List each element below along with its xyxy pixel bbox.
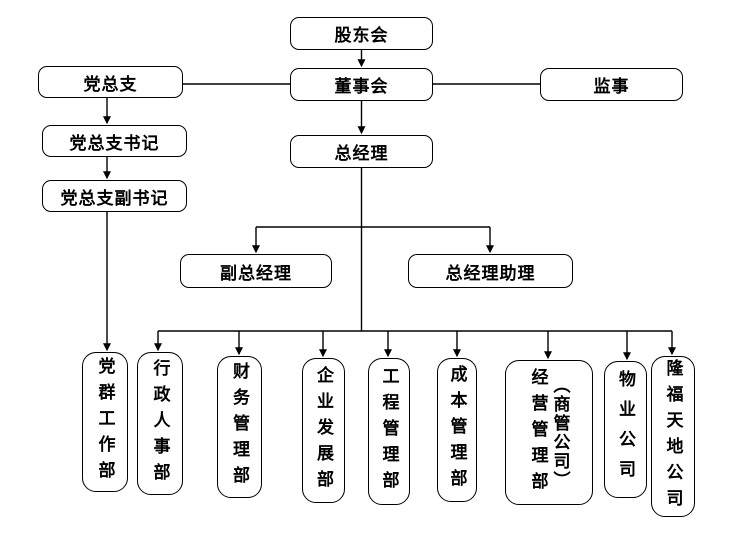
node-dept-property-company: 物业公司 bbox=[604, 361, 647, 498]
dept-label: 隆福天地公司 bbox=[663, 358, 683, 515]
node-dept-party-mass-work: 党群工作部 bbox=[82, 352, 128, 492]
node-board-of-directors: 董事会 bbox=[290, 68, 433, 101]
node-dept-engineering-management: 工程管理部 bbox=[368, 358, 410, 505]
dept-label: 工程管理部 bbox=[379, 366, 399, 497]
node-gm-assistant: 总经理助理 bbox=[408, 254, 573, 288]
node-supervisor: 监事 bbox=[540, 68, 683, 101]
node-party-branch-deputy-secretary: 党总支副书记 bbox=[42, 180, 187, 212]
dept-label: 行政人事部 bbox=[150, 358, 170, 489]
node-party-branch-secretary: 党总支书记 bbox=[42, 125, 187, 157]
node-deputy-general-manager: 副总经理 bbox=[180, 254, 332, 288]
node-dept-longfu-tiandi-company: 隆福天地公司 bbox=[651, 356, 695, 517]
node-shareholders-meeting: 股东会 bbox=[290, 17, 433, 50]
node-dept-cost-management: 成本管理部 bbox=[437, 358, 477, 502]
node-dept-finance-management: 财务管理部 bbox=[217, 356, 262, 498]
dept-label: 企业发展部 bbox=[314, 365, 333, 496]
dept-label: 成本管理部 bbox=[447, 365, 467, 495]
dept-label: 党群工作部 bbox=[95, 357, 115, 487]
node-general-manager: 总经理 bbox=[290, 135, 433, 168]
node-dept-enterprise-development: 企业发展部 bbox=[302, 358, 345, 503]
node-dept-admin-hr: 行政人事部 bbox=[137, 352, 183, 495]
node-dept-operation-management-commercial: 经营管理部 （商管公司） bbox=[505, 360, 593, 505]
dept-sublabel: （商管公司） bbox=[550, 375, 570, 490]
node-party-branch: 党总支 bbox=[38, 66, 183, 98]
dept-label: 物业公司 bbox=[616, 369, 635, 490]
dept-label: 财务管理部 bbox=[230, 362, 249, 492]
dept-label: 经营管理部 bbox=[528, 367, 548, 498]
